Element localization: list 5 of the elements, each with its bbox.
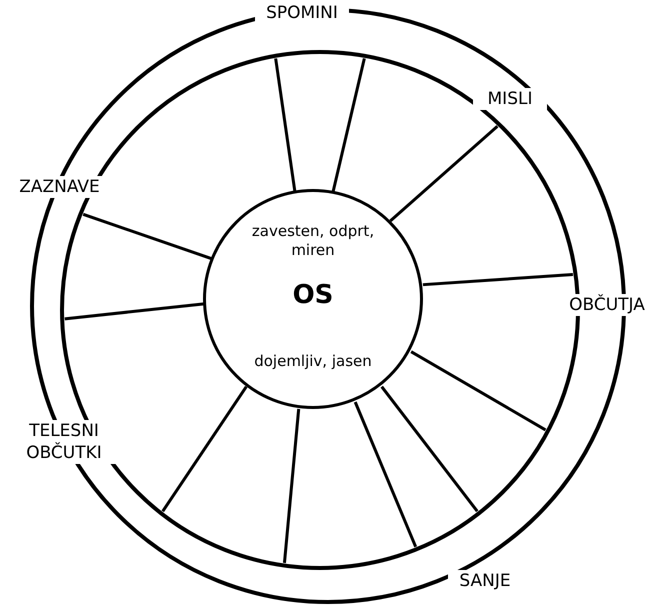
hub-title: OS bbox=[292, 280, 334, 310]
hub-text: dojemljiv, jasen bbox=[253, 352, 373, 371]
ring-label: MISLI bbox=[473, 88, 547, 110]
ring-label: SPOMINI bbox=[255, 2, 349, 24]
hub-text: zavesten, odprt, miren bbox=[250, 222, 376, 260]
